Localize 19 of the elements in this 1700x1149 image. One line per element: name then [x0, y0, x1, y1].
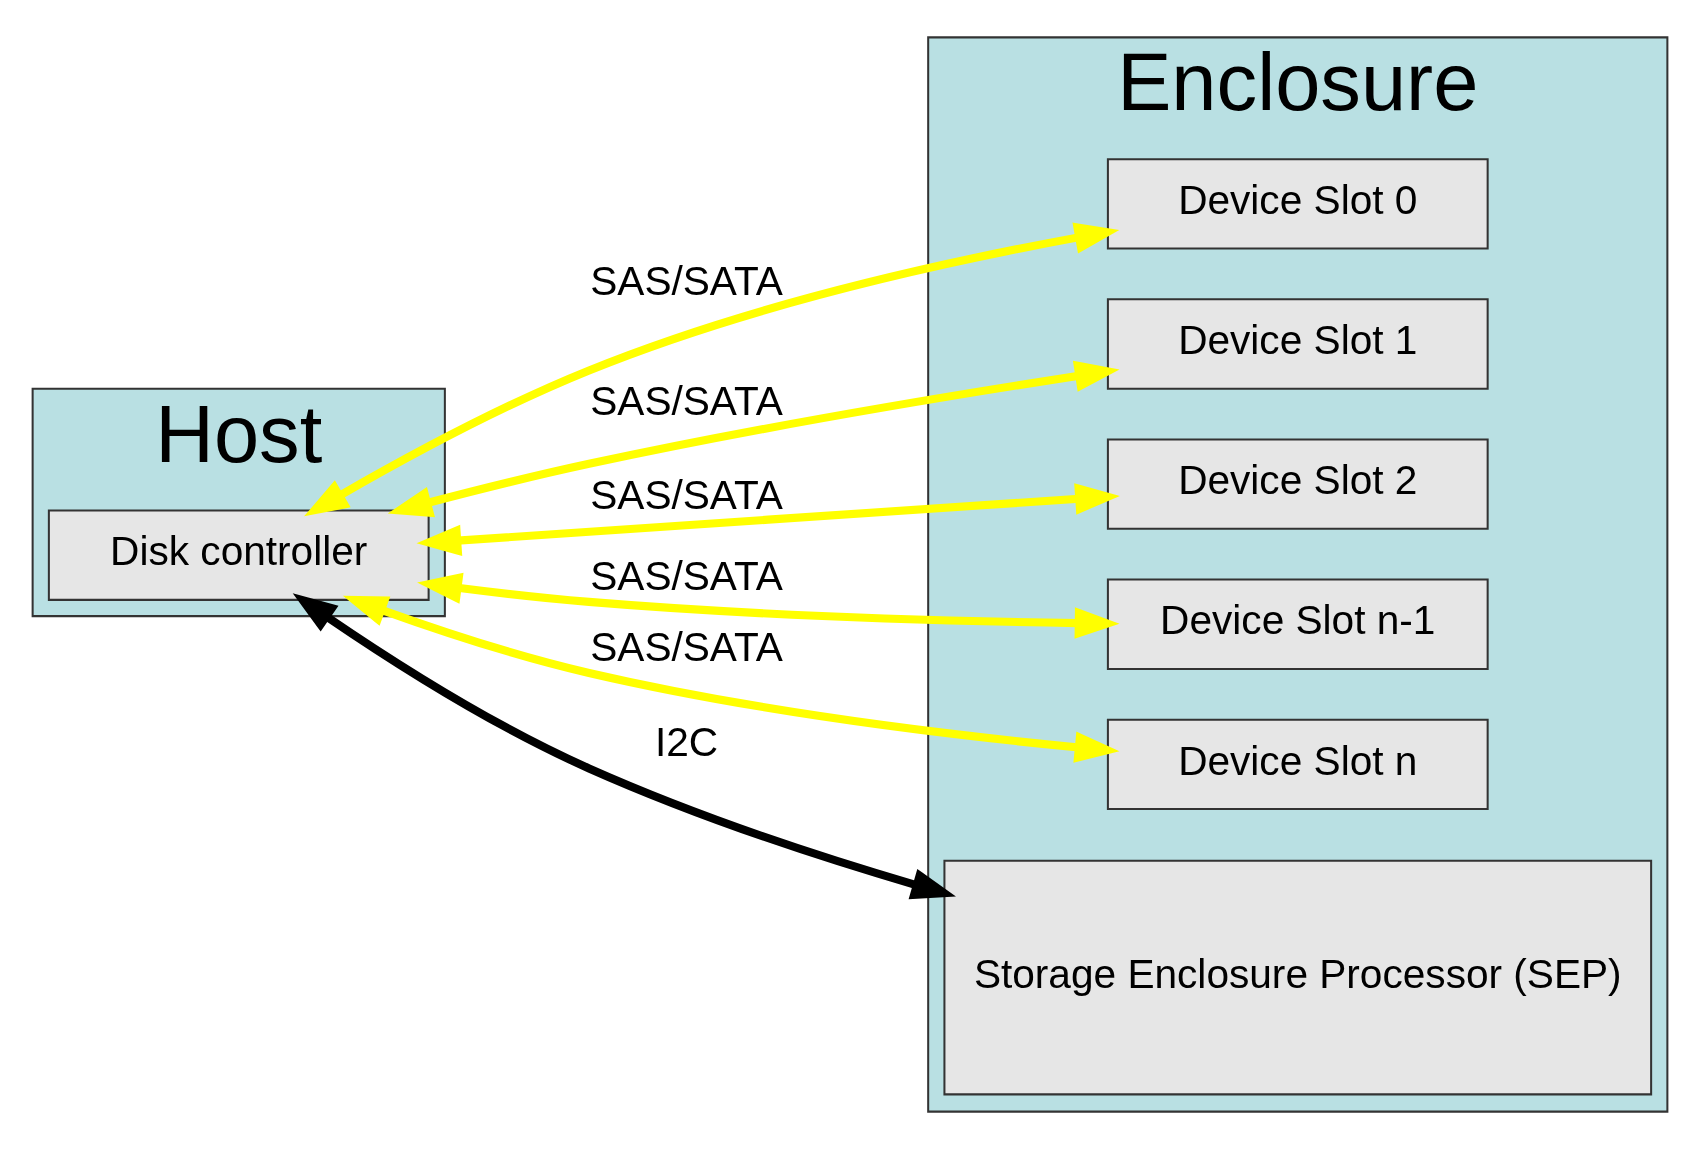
edge-label: SAS/SATA — [590, 552, 783, 599]
edge-label: SAS/SATA — [590, 378, 783, 425]
node-box: Device Slot 0 — [1106, 158, 1489, 250]
arrow — [387, 360, 1120, 518]
node-box: Device Slot n-1 — [1106, 578, 1489, 670]
node-box: Device Slot 1 — [1106, 298, 1489, 390]
edge-label: SAS/SATA — [590, 623, 783, 670]
edge-label: SAS/SATA — [590, 471, 783, 518]
node-box: Storage Enclosure Processor (SEP) — [943, 859, 1653, 1096]
node-box: Device Slot n — [1106, 718, 1489, 811]
arrow — [417, 572, 1120, 639]
edge-label: I2C — [654, 719, 719, 766]
arrow — [416, 483, 1120, 556]
arrow — [292, 593, 956, 900]
node-box: Device Slot 2 — [1106, 438, 1489, 530]
node-box: Disk controller — [47, 509, 430, 601]
edge-label: SAS/SATA — [590, 258, 783, 305]
arrow — [342, 595, 1120, 763]
arrow — [304, 222, 1120, 517]
